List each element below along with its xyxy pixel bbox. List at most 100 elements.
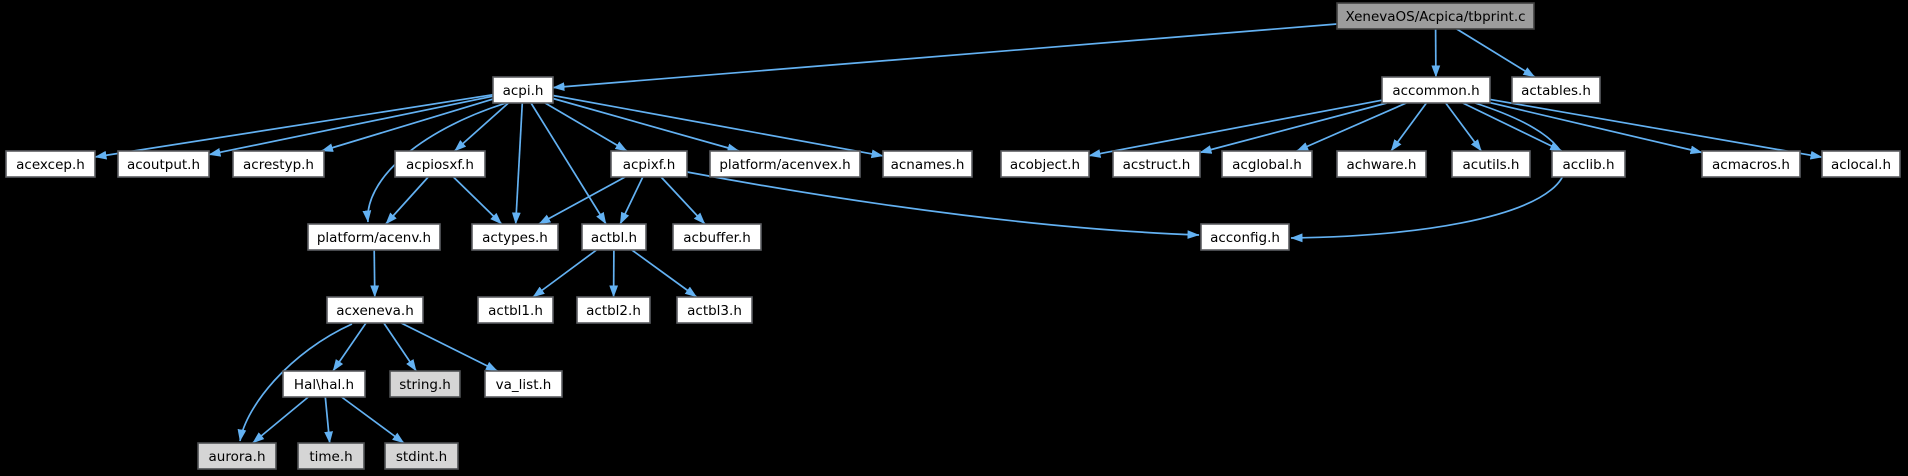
graph-node-aclocal[interactable]: aclocal.h — [1821, 150, 1901, 178]
include-edge-acpixf-to-acbuffer — [660, 176, 706, 225]
graph-node-acenv[interactable]: platform/acenv.h — [307, 223, 441, 251]
graph-node-box-acxeneva[interactable] — [326, 296, 424, 324]
include-edge-accommon-to-acclib — [1462, 102, 1563, 152]
graph-node-achware[interactable]: achware.h — [1336, 150, 1427, 178]
graph-node-acenvex[interactable]: platform/acenvex.h — [709, 150, 861, 178]
include-edge-acpiosxf-to-acenv — [385, 176, 429, 225]
graph-node-acmacros[interactable]: acmacros.h — [1701, 150, 1801, 178]
graph-node-acexcep[interactable]: acexcep.h — [5, 150, 96, 178]
include-edge-accommon-to-acglobal — [1296, 102, 1407, 152]
graph-node-box-actypes[interactable] — [471, 223, 559, 251]
graph-node-box-aclocal[interactable] — [1821, 150, 1901, 178]
graph-node-acoutput[interactable]: acoutput.h — [117, 150, 210, 178]
graph-node-box-stdint[interactable] — [384, 442, 459, 470]
graph-node-box-accommon[interactable] — [1381, 76, 1491, 104]
graph-node-box-aurora[interactable] — [197, 442, 277, 470]
include-edge-acpi-to-acpixf — [544, 102, 628, 152]
graph-node-valist[interactable]: va_list.h — [484, 370, 563, 398]
graph-node-box-actbl3[interactable] — [676, 296, 753, 324]
graph-node-box-acrestyp[interactable] — [232, 150, 325, 178]
include-edge-acpi-to-acrestyp — [321, 98, 494, 152]
include-edge-accommon-to-acobject — [1088, 99, 1383, 158]
include-edge-halhal-to-stdint — [341, 396, 405, 444]
graph-node-box-acobject[interactable] — [1000, 150, 1090, 178]
graph-node-acbuffer[interactable]: acbuffer.h — [672, 223, 762, 251]
include-edge-acpixf-to-acconfig — [686, 171, 1200, 239]
graph-node-box-time[interactable] — [297, 442, 365, 470]
include-edge-accommon-to-acutils — [1445, 102, 1482, 152]
include-edge-halhal-to-time — [324, 396, 333, 444]
include-edge-acxeneva-to-string — [383, 322, 417, 372]
graph-node-box-acenv[interactable] — [307, 223, 441, 251]
graph-node-stdint[interactable]: stdint.h — [384, 442, 459, 470]
graph-node-accommon[interactable]: accommon.h — [1381, 76, 1491, 104]
graph-node-box-acexcep[interactable] — [5, 150, 96, 178]
graph-node-box-acmacros[interactable] — [1701, 150, 1801, 178]
include-edge-accommon-to-achware — [1390, 102, 1428, 152]
include-edge-acpi-to-acpiosxf — [454, 102, 509, 152]
graph-node-box-halhal[interactable] — [282, 370, 366, 398]
graph-node-tbprint[interactable]: XenevaOS/Acpica/tbprint.c — [1336, 2, 1535, 30]
graph-node-actbl2[interactable]: actbl2.h — [576, 296, 651, 324]
include-edge-accommon-to-acstruct — [1199, 102, 1388, 154]
include-edge-acpi-to-acexcep — [94, 93, 494, 160]
graph-node-acobject[interactable]: acobject.h — [1000, 150, 1090, 178]
include-edge-acpi-to-acoutput — [208, 95, 494, 157]
include-edge-acpi-to-acnames — [552, 94, 884, 159]
graph-node-acpiosxf[interactable]: acpiosxf.h — [394, 150, 486, 178]
graph-node-actbl1[interactable]: actbl1.h — [477, 296, 554, 324]
graph-node-box-actbl2[interactable] — [576, 296, 651, 324]
include-edge-acpi-to-actypes — [511, 102, 524, 225]
graph-node-time[interactable]: time.h — [297, 442, 365, 470]
graph-node-box-acclib[interactable] — [1551, 150, 1626, 178]
graph-node-aurora[interactable]: aurora.h — [197, 442, 277, 470]
include-edge-accommon-to-acconfig — [1290, 102, 1566, 243]
graph-node-box-actables[interactable] — [1511, 76, 1601, 104]
graph-node-acrestyp[interactable]: acrestyp.h — [232, 150, 325, 178]
graph-node-box-acconfig[interactable] — [1200, 223, 1290, 251]
graph-node-string[interactable]: string.h — [389, 370, 461, 398]
graph-node-acconfig[interactable]: acconfig.h — [1200, 223, 1290, 251]
graph-node-box-acpixf[interactable] — [610, 150, 688, 178]
graph-node-acglobal[interactable]: acglobal.h — [1221, 150, 1313, 178]
include-edge-acpi-to-actbl — [530, 102, 607, 225]
graph-node-box-acnames[interactable] — [882, 150, 973, 178]
graph-node-box-acglobal[interactable] — [1221, 150, 1313, 178]
graph-node-box-actbl[interactable] — [581, 223, 647, 251]
graph-node-actypes[interactable]: actypes.h — [471, 223, 559, 251]
include-edge-acxeneva-to-valist — [400, 322, 498, 372]
graph-node-acpi[interactable]: acpi.h — [492, 76, 554, 104]
graph-node-box-string[interactable] — [389, 370, 461, 398]
graph-node-actbl[interactable]: actbl.h — [581, 223, 647, 251]
include-edge-accommon-to-acmacros — [1489, 101, 1703, 155]
graph-node-actbl3[interactable]: actbl3.h — [676, 296, 753, 324]
include-edge-acpiosxf-to-actypes — [452, 176, 503, 225]
graph-node-box-acoutput[interactable] — [117, 150, 210, 178]
include-edge-acxeneva-to-aurora — [237, 323, 353, 442]
include-edge-tbprint-to-actables — [1456, 28, 1536, 78]
include-edge-acpixf-to-actbl — [619, 176, 644, 225]
graph-node-box-acstruct[interactable] — [1112, 150, 1201, 178]
graph-node-box-acpiosxf[interactable] — [394, 150, 486, 178]
graph-node-box-valist[interactable] — [484, 370, 563, 398]
graph-node-acpixf[interactable]: acpixf.h — [610, 150, 688, 178]
graph-node-acclib[interactable]: acclib.h — [1551, 150, 1626, 178]
include-edge-accommon-to-aclocal — [1489, 98, 1823, 160]
graph-node-box-acpi[interactable] — [492, 76, 554, 104]
graph-node-halhal[interactable]: Hal\hal.h — [282, 370, 366, 398]
graph-node-box-acbuffer[interactable] — [672, 223, 762, 251]
graph-node-acnames[interactable]: acnames.h — [882, 150, 973, 178]
graph-node-actables[interactable]: actables.h — [1511, 76, 1601, 104]
include-edge-halhal-to-aurora — [252, 396, 309, 444]
graph-node-box-tbprint[interactable] — [1336, 2, 1535, 30]
graph-node-acstruct[interactable]: acstruct.h — [1112, 150, 1201, 178]
graph-node-acxeneva[interactable]: acxeneva.h — [326, 296, 424, 324]
include-edge-acpi-to-acenvex — [552, 97, 740, 153]
graph-node-box-actbl1[interactable] — [477, 296, 554, 324]
graph-node-box-acenvex[interactable] — [709, 150, 861, 178]
graph-node-acutils[interactable]: acutils.h — [1451, 150, 1531, 178]
graph-node-box-acutils[interactable] — [1451, 150, 1531, 178]
graph-node-box-achware[interactable] — [1336, 150, 1427, 178]
